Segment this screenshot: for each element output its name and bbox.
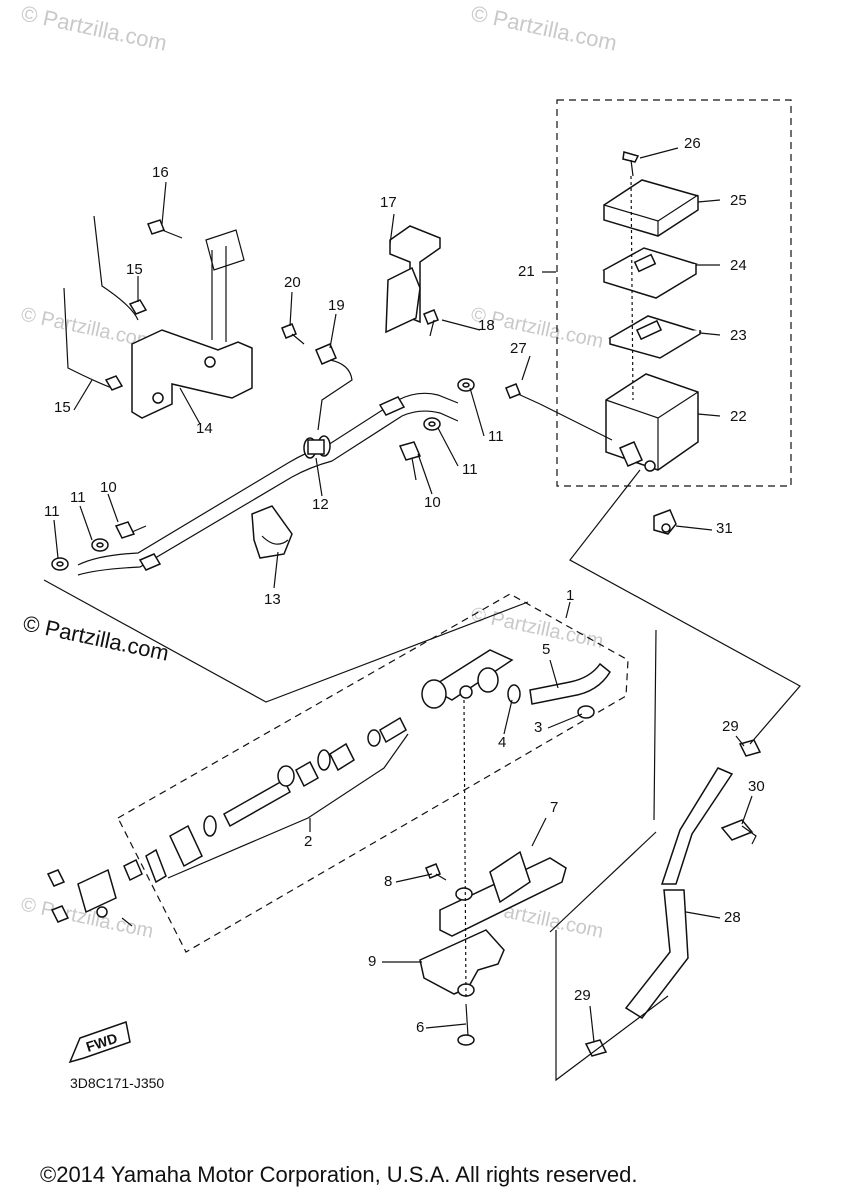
part-27-bolt[interactable] (505, 383, 613, 441)
callout-4: 4 (498, 734, 506, 751)
part-15-wire[interactable] (93, 215, 148, 321)
callouts: 1 2 3 4 5 6 7 8 9 10 10 11 11 11 11 12 1… (44, 135, 765, 1036)
callout-27: 27 (510, 340, 527, 357)
callout-8: 8 (384, 873, 392, 890)
callout-3: 3 (534, 719, 542, 736)
callout-20: 20 (284, 274, 301, 291)
fwd-arrow-icon: FWD (68, 1021, 131, 1064)
part-18-bolt[interactable] (423, 309, 439, 337)
part-29-clamp[interactable] (738, 739, 762, 757)
part-1-master-cylinder[interactable] (421, 649, 514, 709)
part-4-o-ring[interactable] (507, 684, 521, 704)
callout-15-a: 15 (126, 261, 143, 278)
callout-21: 21 (518, 263, 535, 280)
callout-7: 7 (550, 799, 558, 816)
part-10-bolt[interactable] (398, 441, 422, 481)
callout-14: 14 (196, 420, 213, 437)
part-15-wire[interactable] (63, 287, 124, 391)
callout-1: 1 (566, 587, 574, 604)
part-11-washer[interactable] (457, 378, 475, 392)
copyright-notice: ©2014 Yamaha Motor Corporation, U.S.A. A… (40, 1162, 637, 1187)
watermark: © Partzilla.com (469, 0, 619, 55)
part-2-piston-kit[interactable] (145, 716, 409, 884)
part-11-washer[interactable] (423, 417, 441, 431)
watermark: © Partzilla.com (469, 603, 605, 653)
part-28-hose[interactable] (624, 767, 734, 1019)
callout-28: 28 (724, 909, 741, 926)
part-26-screw[interactable] (622, 151, 640, 177)
callout-29-a: 29 (722, 718, 739, 735)
part-22-master-cylinder-body[interactable] (605, 373, 699, 472)
callout-31: 31 (716, 520, 733, 537)
part-5-hose-joint[interactable] (529, 662, 611, 705)
callout-26: 26 (684, 135, 701, 152)
part-3-circlip[interactable] (577, 705, 595, 719)
part-8-bolt[interactable] (425, 863, 447, 881)
part-16-bolt[interactable] (147, 219, 183, 239)
callout-2: 2 (304, 833, 312, 850)
diagram-code: 3D8C171-J350 (70, 1075, 164, 1091)
callout-19: 19 (328, 297, 345, 314)
assembly-box-1 (117, 593, 629, 953)
callout-9: 9 (368, 953, 376, 970)
callout-24: 24 (730, 257, 747, 274)
callout-11-c: 11 (488, 428, 504, 445)
callout-18: 18 (478, 317, 495, 334)
part-7-bracket[interactable] (439, 850, 567, 937)
part-12-grommet[interactable] (303, 435, 331, 459)
callout-11-a: 11 (44, 503, 60, 520)
callout-16: 16 (152, 164, 169, 181)
callout-5: 5 (542, 641, 550, 658)
part-11-washer[interactable] (91, 538, 109, 552)
callout-6: 6 (416, 1019, 424, 1036)
callout-12: 12 (312, 496, 329, 513)
callout-30: 30 (748, 778, 765, 795)
callout-15-b: 15 (54, 399, 71, 416)
part-23-diaphragm[interactable] (608, 315, 702, 359)
part-14-bracket[interactable] (131, 229, 253, 419)
watermarks: © Partzilla.com © Partzilla.com © Partzi… (19, 0, 619, 942)
part-30-clamp[interactable] (720, 819, 757, 845)
part-20-bolt[interactable] (281, 323, 305, 345)
part-29-clamp[interactable] (584, 1039, 608, 1057)
callout-11-b: 11 (70, 489, 86, 506)
part-25-reservoir-cap[interactable] (603, 179, 699, 237)
part-24-diaphragm-plate[interactable] (602, 247, 698, 299)
part-13-hose-holder[interactable] (251, 505, 293, 559)
part-6-bolt[interactable] (457, 1003, 475, 1046)
callout-13: 13 (264, 591, 281, 608)
part-31-clip[interactable] (653, 509, 677, 535)
watermark: © Partzilla.com (19, 0, 169, 55)
callout-10-a: 10 (100, 479, 117, 496)
part-19-clamp[interactable] (315, 343, 353, 431)
leader-lines (53, 147, 753, 1043)
callout-29-b: 29 (574, 987, 591, 1004)
part-9-plate[interactable] (419, 929, 505, 997)
callout-11-d: 11 (462, 461, 478, 478)
part-17-bracket[interactable] (385, 225, 441, 334)
part-11-washer[interactable] (51, 557, 69, 571)
callout-17: 17 (380, 194, 397, 211)
assembly-box-21 (556, 99, 792, 487)
callout-22: 22 (730, 408, 747, 425)
part-pushrod-clevis (46, 858, 143, 927)
callout-25: 25 (730, 192, 747, 209)
callout-10-b: 10 (424, 494, 441, 511)
callout-23: 23 (730, 327, 747, 344)
part-10-bolt[interactable] (114, 521, 147, 539)
